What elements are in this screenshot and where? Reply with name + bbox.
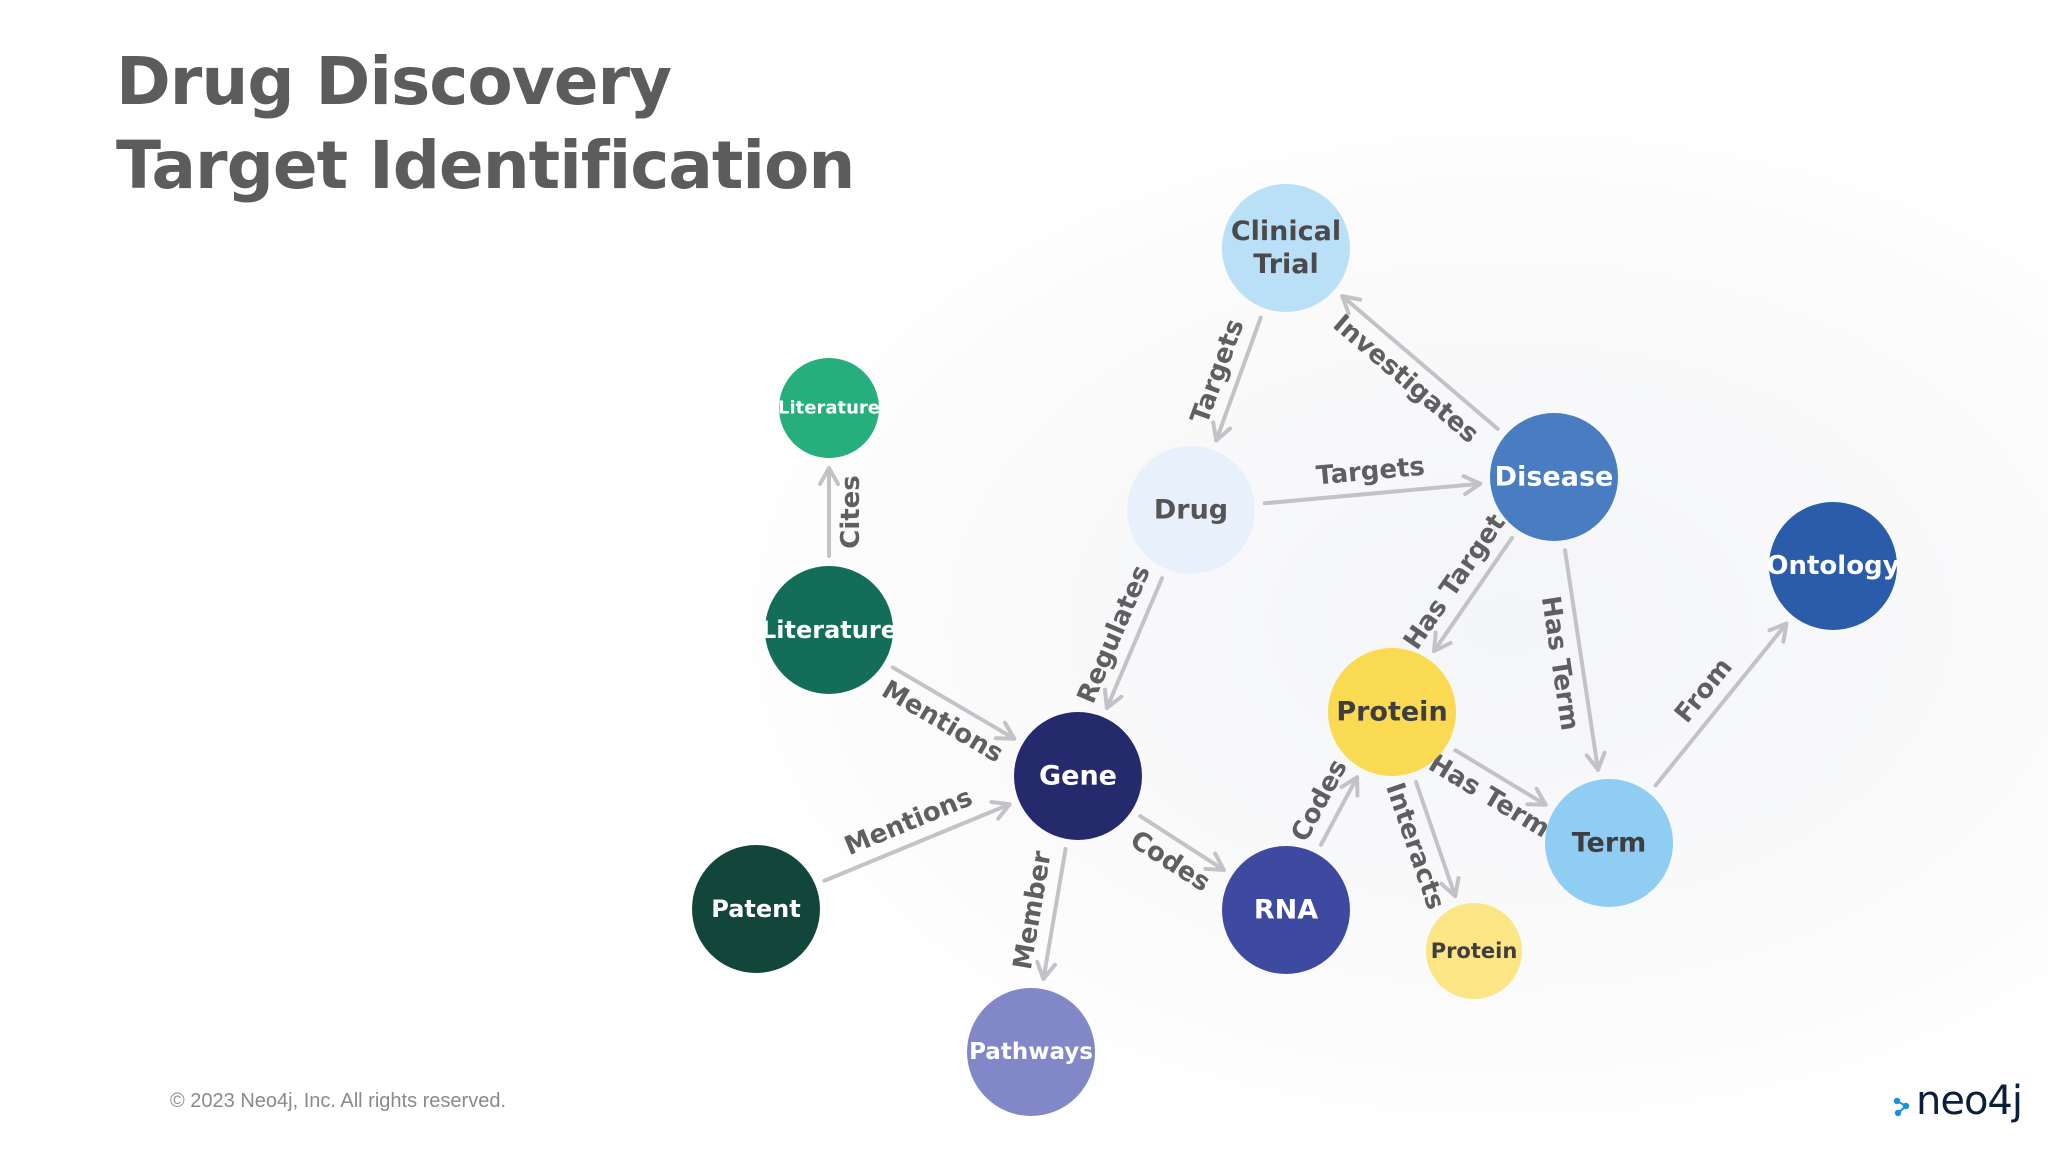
node-gene[interactable]: Gene [1014,712,1142,840]
node-circle [1490,413,1618,541]
edge-disease-to-term [1562,548,1607,772]
node-label: Protein [1431,939,1518,963]
node-circle [1769,502,1897,630]
node-protein-small[interactable]: Protein [1426,903,1522,999]
nodes-layer: ClinicalTrialDrugDiseaseLiteratureLitera… [692,184,1900,1116]
neo4j-logo-text: neo4j [1916,1078,2023,1124]
edge-label-drug-to-disease: Targets [1315,452,1426,492]
node-circle [1222,846,1350,974]
edge-label-disease-to-clinical_trial: Investigates [1327,309,1484,450]
edge-literature-to-gene [890,665,1017,741]
node-rna[interactable]: RNA [1222,846,1350,974]
edge-patent-to-gene [822,800,1012,883]
edge-label-literature-to-literature_top: Cites [836,475,866,549]
node-circle [692,845,820,973]
node-label: Literature [778,398,880,419]
node-circle [1127,446,1255,574]
node-term[interactable]: Term [1545,779,1673,907]
node-circle [779,358,879,458]
edge-protein-to-term [1453,748,1548,807]
neo4j-logo: neo4j [1892,1078,2023,1124]
node-circle [1328,648,1456,776]
node-label: Literature [761,616,897,644]
node-literature[interactable]: Literature [761,566,897,694]
node-literature-top[interactable]: Literature [778,358,880,458]
node-label: Ontology [1766,551,1899,581]
edge-label-disease-to-term: Has Term [1535,594,1585,733]
neo4j-dots-icon [1893,1097,1910,1117]
edge-label-term-to-ontology: From [1669,653,1739,729]
node-protein[interactable]: Protein [1328,648,1456,776]
page-title: Drug Discovery Target Identification [116,40,855,208]
node-circle [1545,779,1673,907]
edge-protein-to-protein_small [1414,779,1461,899]
node-disease[interactable]: Disease [1490,413,1618,541]
node-ontology[interactable]: Ontology [1766,502,1900,630]
edges-layer [818,294,1789,982]
edge-label-disease-to-protein: Has Target [1398,509,1512,656]
node-circle [1222,184,1350,312]
node-drug[interactable]: Drug [1127,446,1255,574]
node-circle [967,988,1095,1116]
node-label: Disease [1495,462,1614,493]
node-label: Patent [711,895,800,923]
edge-gene-to-pathways [1035,846,1068,982]
node-label: RNA [1254,895,1318,926]
edge-disease-to-protein [1432,535,1514,654]
edge-gene-to-rna [1138,814,1226,872]
node-label: Drug [1154,495,1228,526]
title-line-2: Target Identification [116,127,855,204]
node-circle [765,566,893,694]
title-line-1: Drug Discovery [116,43,672,120]
node-circle [1014,712,1142,840]
node-label: Gene [1039,761,1117,792]
edge-rna-to-protein [1318,775,1360,847]
node-label: Trial [1253,249,1319,280]
node-pathways[interactable]: Pathways [967,988,1095,1116]
node-circle [1426,903,1522,999]
edge-label-gene-to-pathways: Member [1008,849,1058,972]
node-label: Clinical [1231,216,1341,247]
node-label: Term [1572,828,1647,859]
edge-clinical_trial-to-drug [1211,315,1263,443]
edge-drug-to-disease [1262,474,1483,506]
edge-term-to-ontology [1653,621,1789,788]
edge-disease-to-clinical_trial [1340,294,1500,431]
node-patent[interactable]: Patent [692,845,820,973]
edge-label-patent-to-gene: Mentions [840,782,976,861]
node-label: Pathways [969,1039,1093,1065]
edge-drug-to-gene [1102,576,1165,710]
node-label: Protein [1336,697,1447,728]
copyright-footer: © 2023 Neo4j, Inc. All rights reserved. [170,1090,507,1112]
